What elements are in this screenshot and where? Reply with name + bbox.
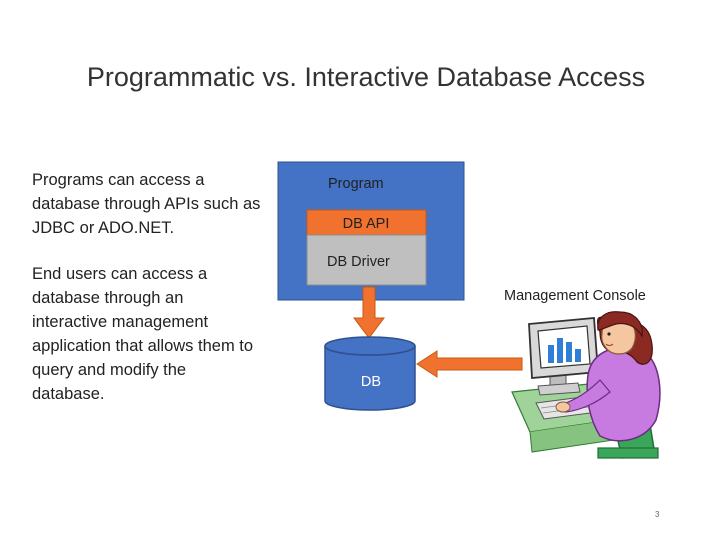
- management-console-label: Management Console: [504, 288, 646, 304]
- paragraph-programs: Programs can access a database through A…: [32, 171, 261, 237]
- db-driver-label: DB Driver: [327, 254, 390, 270]
- db-label: DB: [361, 374, 381, 390]
- db-driver-box: [306, 234, 427, 286]
- program-label: Program: [328, 176, 384, 192]
- user-at-computer-icon: [511, 311, 661, 459]
- db-api-label: DB API: [343, 216, 390, 232]
- slide-title: Programmatic vs. Interactive Database Ac…: [86, 62, 646, 92]
- db-cylinder: [324, 336, 416, 411]
- driver-to-db-arrow: [353, 286, 385, 339]
- db-api-box: [306, 209, 427, 236]
- console-to-db-arrow: [416, 350, 523, 378]
- paragraph-end-users: End users can access a database through …: [32, 265, 254, 403]
- page-number: 3: [655, 510, 660, 519]
